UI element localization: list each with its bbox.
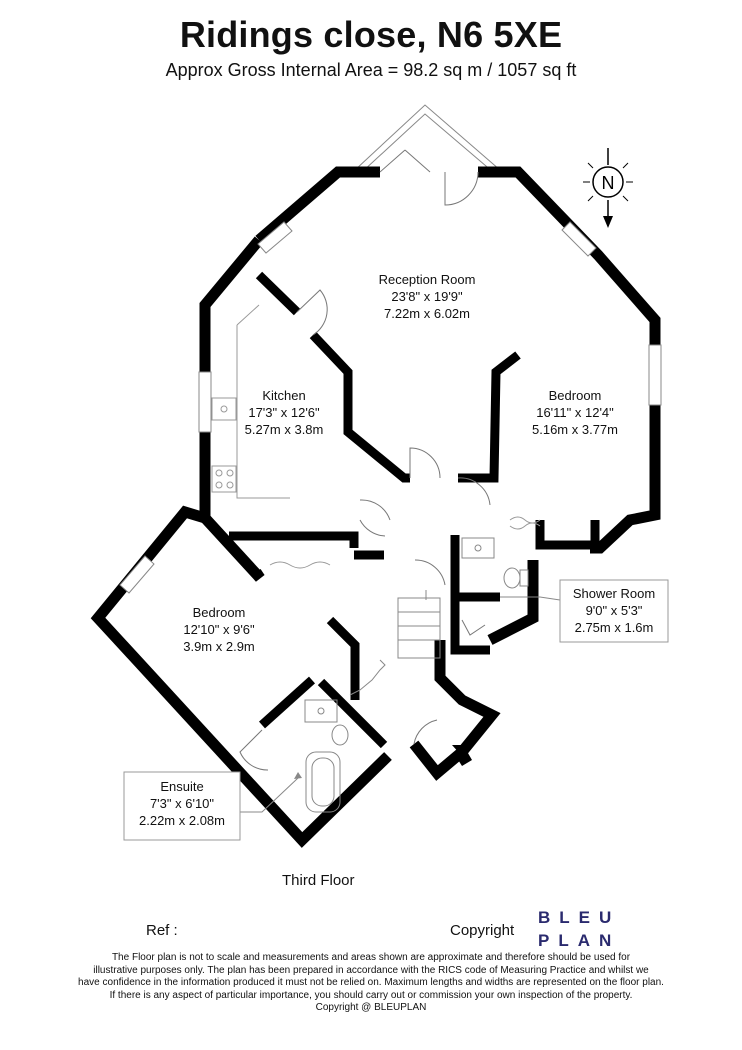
compass-icon: N (583, 148, 633, 228)
shower-callout: Shower Room 9'0" x 5'3" 2.75m x 1.6m (500, 579, 669, 643)
bedroom2-imperial: 12'10" x 9'6" (183, 622, 255, 637)
shower-room-fittings (461, 537, 529, 589)
ensuite-metric: 2.22m x 2.08m (139, 813, 225, 828)
stairs (349, 590, 441, 696)
reception-name: Reception Room (379, 272, 476, 287)
floor-label: Third Floor (282, 872, 355, 889)
wardrobes (269, 516, 541, 569)
disclaimer-copyright: Copyright @ BLEUPLAN (315, 1002, 427, 1014)
ensuite-imperial: 7'3" x 6'10" (150, 796, 214, 811)
bedroom1-metric: 5.16m x 3.77m (532, 422, 618, 437)
kitchen-imperial: 17'3" x 12'6" (248, 405, 320, 420)
bedroom1-imperial: 16'11" x 12'4" (536, 405, 614, 420)
logo-line-1: BLEU (538, 908, 621, 927)
logo-line-2: PLAN (538, 931, 621, 950)
bedroom1-name: Bedroom (549, 388, 602, 403)
area-subtitle: Approx Gross Internal Area = 98.2 sq m /… (165, 60, 577, 80)
page-title: Ridings close, N6 5XE (179, 14, 563, 55)
disclaimer-line: If there is any aspect of particular imp… (109, 989, 633, 1001)
shower-imperial: 9'0" x 5'3" (586, 603, 643, 618)
windows (119, 221, 662, 594)
interior-walls (229, 271, 600, 749)
ensuite-callout: Ensuite 7'3" x 6'10" 2.22m x 2.08m (123, 771, 302, 841)
entrance-arrow (452, 745, 472, 766)
bedroom2-metric: 3.9m x 2.9m (183, 639, 255, 654)
doors (239, 149, 491, 771)
bay-window-outline (354, 104, 501, 173)
shower-metric: 2.75m x 1.6m (575, 620, 654, 635)
disclaimer-line: illustrative purposes only. The plan has… (93, 964, 649, 976)
kitchen-units (211, 304, 290, 499)
bedroom2-name: Bedroom (193, 605, 246, 620)
ref-label: Ref : (146, 922, 178, 939)
disclaimer: The Floor plan is not to scale and measu… (30, 952, 712, 1015)
kitchen-name: Kitchen (262, 388, 305, 403)
shower-name: Shower Room (573, 586, 655, 601)
reception-metric: 7.22m x 6.02m (384, 306, 470, 321)
disclaimer-line: have confidence in the information produ… (78, 977, 664, 989)
copyright-label: Copyright (450, 922, 515, 939)
disclaimer-line: The Floor plan is not to scale and measu… (111, 952, 631, 963)
ensuite-fittings (304, 699, 349, 813)
reception-imperial: 23'8" x 19'9" (391, 289, 463, 304)
kitchen-metric: 5.27m x 3.8m (245, 422, 324, 437)
ensuite-name: Ensuite (160, 779, 203, 794)
compass-letter: N (602, 173, 615, 193)
bleuplan-logo: BLEU PLAN (538, 906, 618, 952)
